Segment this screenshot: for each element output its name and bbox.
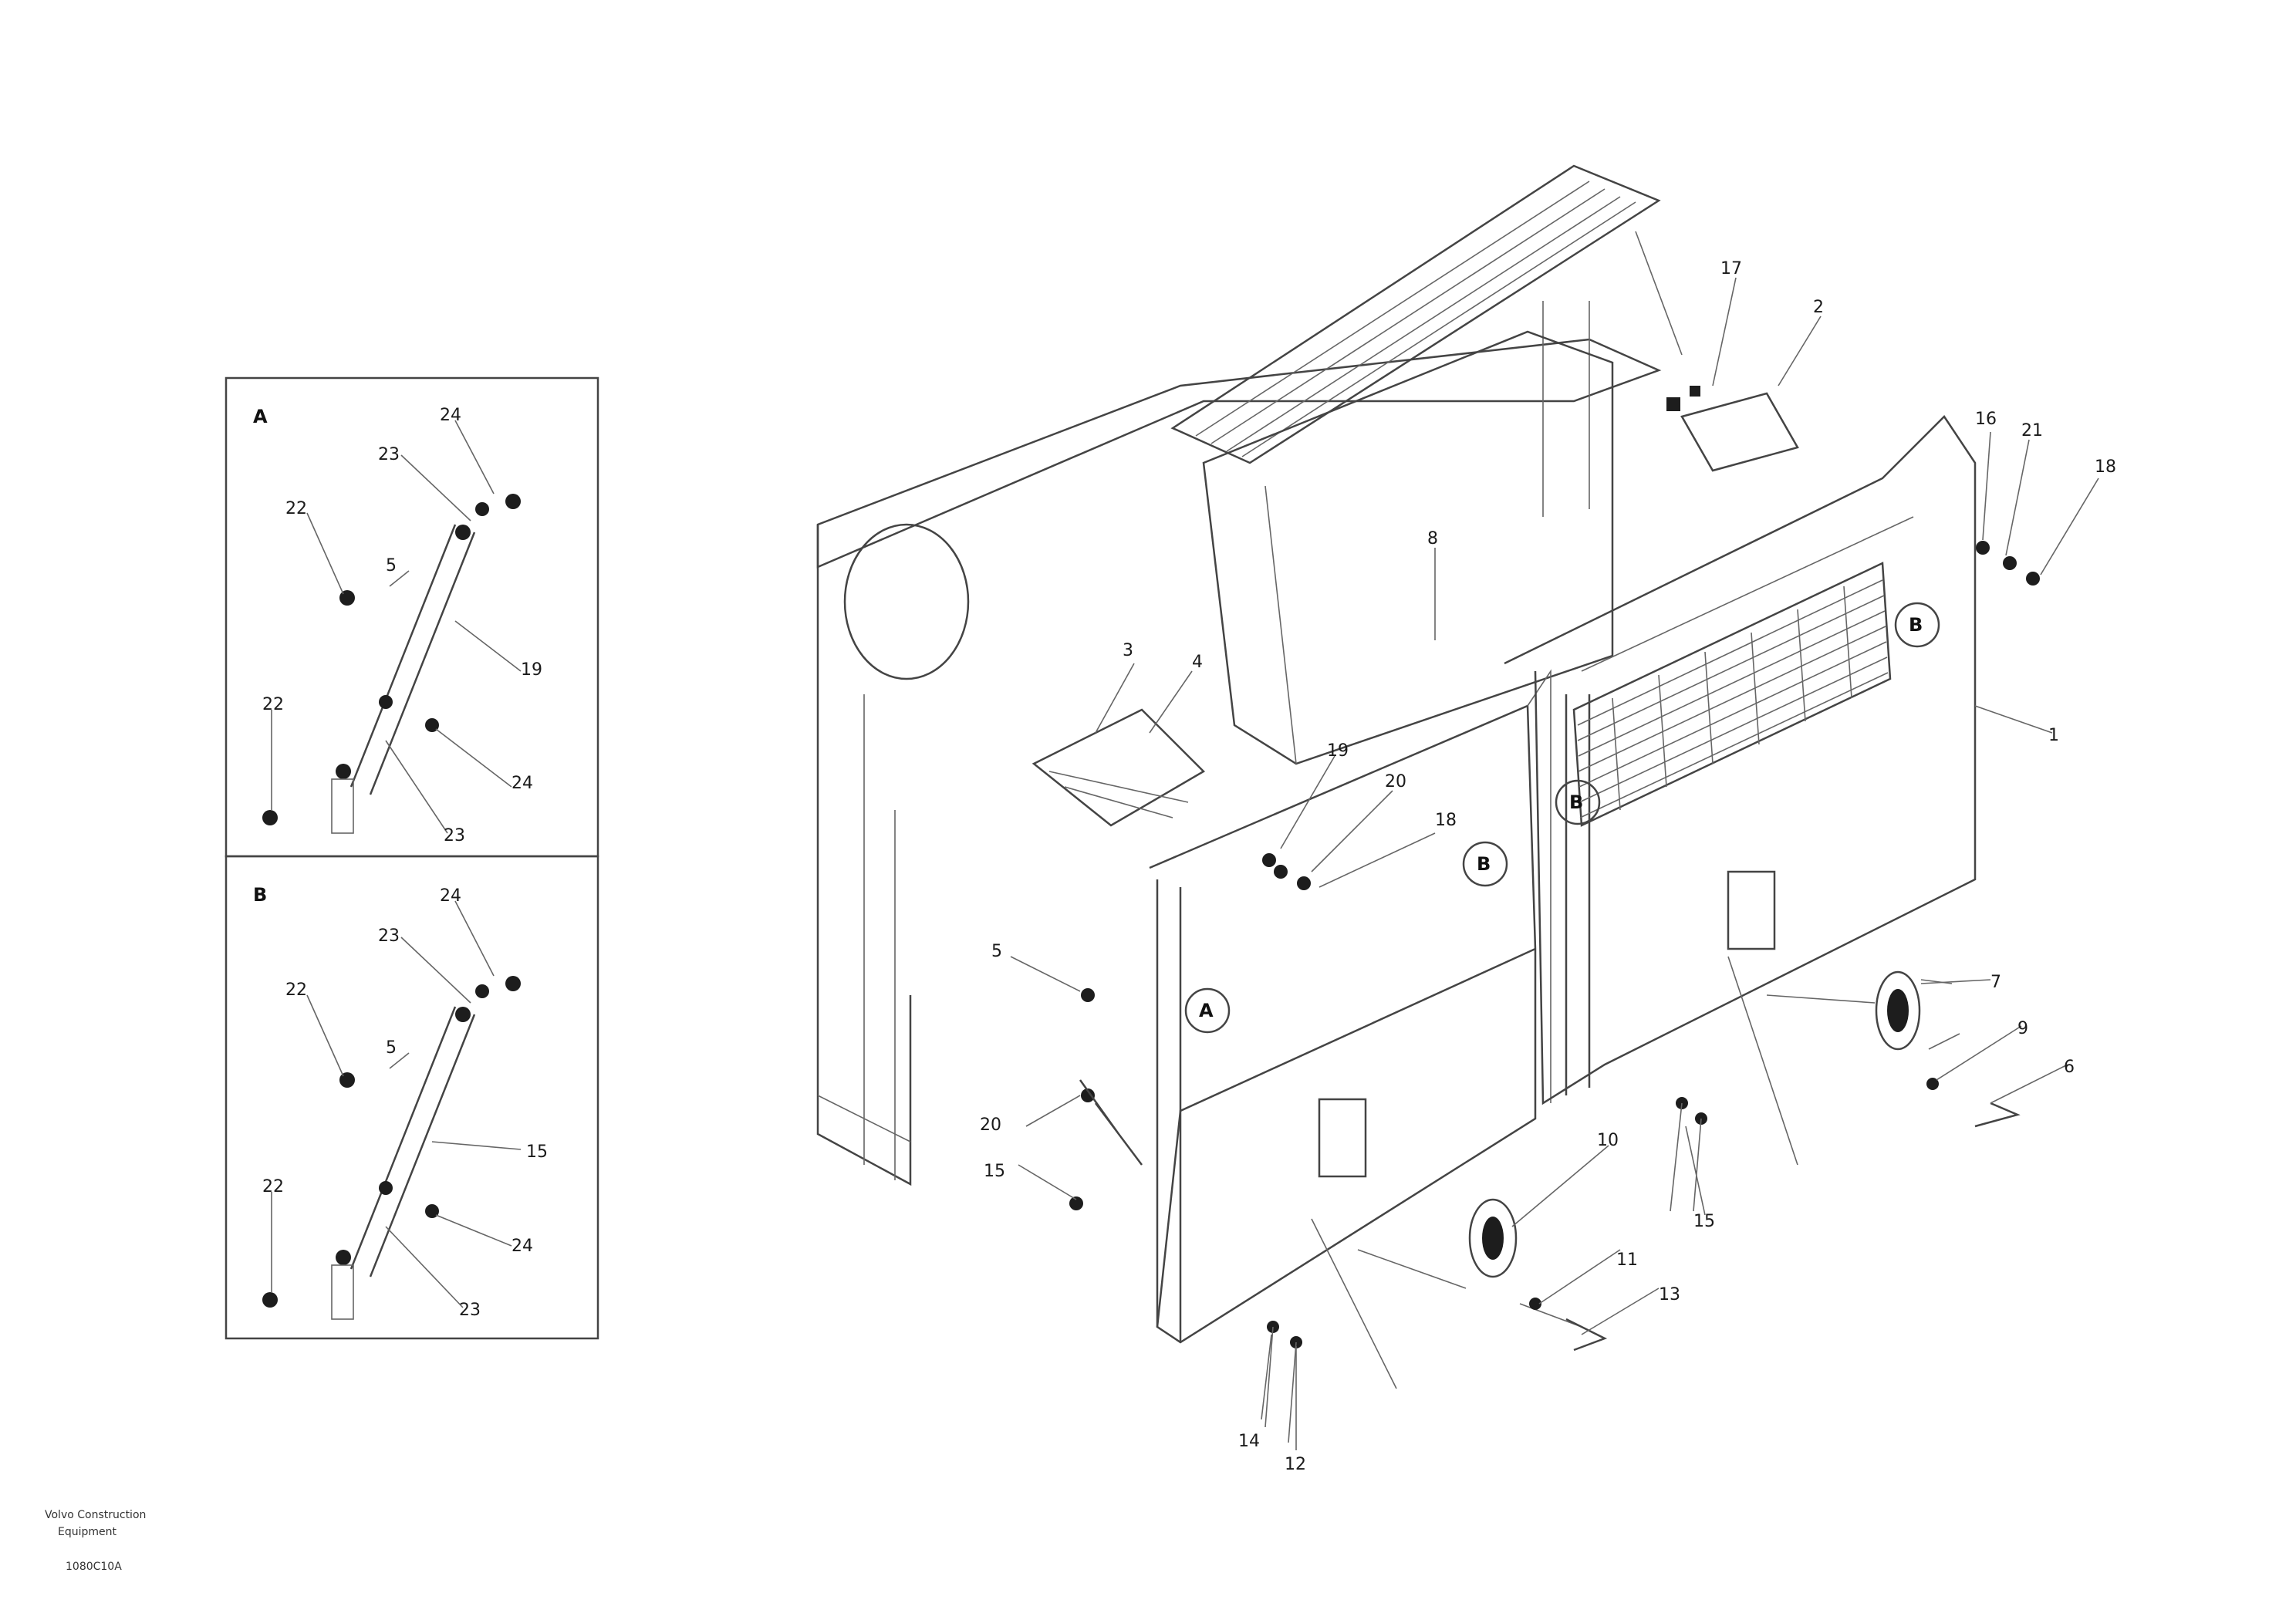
central-block	[1202, 330, 1614, 765]
inset-a-callout: 22	[285, 499, 307, 518]
marker-letter: B	[1569, 791, 1583, 813]
inset-a-letter: A	[253, 406, 268, 427]
callout: 15	[984, 1162, 1005, 1181]
inset-a-callout: 5	[386, 556, 397, 575]
callout: 15	[1693, 1212, 1715, 1231]
lock-right	[1875, 970, 1960, 1051]
callout: 18	[2095, 457, 2116, 477]
callout: 8	[1427, 529, 1438, 548]
callout: 19	[1327, 741, 1349, 761]
callout: 1	[2048, 726, 2059, 745]
inset-b-callout: 24	[512, 1237, 533, 1256]
inset-a-nut-low	[425, 718, 439, 732]
footer-line2: Equipment	[58, 1526, 117, 1538]
inset-a-bolt-mid	[339, 590, 355, 606]
marker-letter: A	[1199, 1000, 1214, 1021]
callout: 13	[1659, 1285, 1680, 1304]
inset-b-callout: 15	[526, 1142, 548, 1162]
hinge-bracket-left	[1032, 708, 1206, 827]
door-grille	[1572, 562, 1892, 827]
muffler-opening	[843, 523, 970, 680]
footer-line1: Volvo Construction	[45, 1509, 146, 1521]
callout: 10	[1597, 1131, 1619, 1150]
inset-b-callout: 22	[262, 1177, 284, 1196]
inset-a-callout: 19	[521, 660, 542, 680]
marker-letter: B	[1909, 614, 1923, 636]
hinge-bracket-right	[1680, 392, 1799, 472]
left-side-door	[1149, 704, 1537, 1344]
callout: 16	[1975, 410, 1997, 429]
callout: 9	[2017, 1019, 2028, 1038]
inset-b-strut	[349, 1006, 476, 1277]
inset-b-frame	[225, 855, 599, 1340]
callout: 14	[1238, 1432, 1260, 1451]
inset-b-callout: 24	[440, 886, 461, 906]
callout: 20	[1385, 772, 1406, 791]
inset-a-bolt-top	[455, 525, 471, 540]
door-mark-circle	[1894, 602, 1940, 648]
callout: 17	[1720, 259, 1742, 278]
inset-a-callout: 24	[512, 774, 533, 793]
inset-b-callout: 5	[386, 1038, 397, 1058]
door-mark-circle	[1462, 841, 1508, 887]
inset-b-callout: 23	[378, 926, 400, 946]
right-side-door	[1504, 415, 1977, 1105]
inset-a-washer-top	[505, 494, 521, 509]
callout: 3	[1123, 641, 1133, 660]
inset-b-callout: 23	[459, 1301, 481, 1320]
callout: 2	[1813, 298, 1824, 317]
top-radiator	[1170, 164, 1661, 464]
inset-a-callout: 22	[262, 695, 284, 714]
door-mark-circle	[1184, 987, 1231, 1034]
callout: 4	[1192, 653, 1203, 672]
main-assembly: B A B B	[816, 164, 2116, 1474]
inset-a-bracket	[331, 778, 354, 834]
inset-a-washer-bottom	[262, 810, 278, 825]
callout: 5	[991, 942, 1002, 961]
right-door-latch-plate	[1727, 870, 1776, 950]
callout: 11	[1616, 1250, 1638, 1270]
inset-b-callout: 22	[285, 980, 307, 1000]
inset-a-bolt-low	[379, 695, 393, 709]
inset-a: A 24 23 22 5 19 22 24 23	[225, 376, 599, 858]
inset-b-letter: B	[253, 884, 267, 906]
callout: 6	[2064, 1058, 2075, 1077]
callout: 20	[980, 1115, 1001, 1135]
callout: 12	[1285, 1455, 1306, 1474]
inset-a-strut	[349, 524, 476, 795]
callout: 21	[2021, 421, 2043, 440]
inset-a-callout: 24	[440, 406, 461, 425]
upper-frame	[816, 338, 1662, 569]
door-mark-circle	[1555, 779, 1601, 825]
inset-a-callout: 23	[444, 826, 465, 845]
inset-a-bolt-bottom	[336, 764, 351, 779]
left-door-latch-plate	[1318, 1098, 1367, 1178]
marker-letter: B	[1477, 853, 1491, 875]
lock-left	[1468, 1198, 1582, 1328]
inset-a-callout: 23	[378, 445, 400, 464]
inset-a-frame	[225, 376, 599, 858]
callout: 7	[1990, 973, 2001, 992]
callout: 18	[1435, 811, 1457, 830]
footer-line3: 1080C10A	[66, 1561, 122, 1573]
inset-b: B 24 23 22 5 15 22 24 23	[225, 855, 599, 1340]
footer-credit: Volvo Construction Equipment 1080C10A	[45, 1509, 146, 1573]
inset-a-nut-top	[475, 502, 489, 516]
